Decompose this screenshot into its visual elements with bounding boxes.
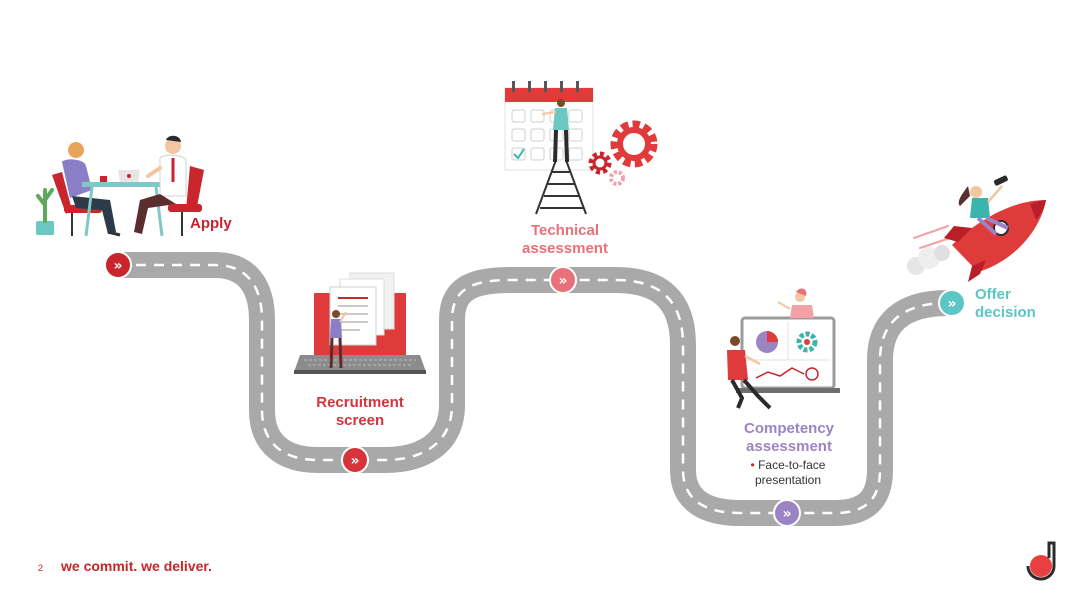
stage-label-technical-line-1: Technical — [530, 222, 600, 239]
interview-illustration — [36, 135, 204, 237]
marker-technical: » — [549, 266, 577, 294]
stage-label-recruitment: Recruitment screen — [300, 394, 420, 430]
stage-label-competency-line-2: assessment — [746, 438, 832, 455]
presentation-illustration — [727, 288, 840, 410]
marker-recruitment: » — [341, 446, 369, 474]
chevrons-icon: » — [782, 506, 791, 522]
stage-label-offer-line-2: decision — [975, 304, 1036, 321]
chevrons-icon: » — [947, 296, 956, 312]
calendar-illustration — [504, 81, 658, 215]
gear-small — [609, 170, 625, 186]
gear-large — [610, 120, 658, 168]
stage-label-recruitment-line-1: Recruitment — [316, 394, 404, 411]
stage-label-competency-line-1: Competency — [743, 420, 835, 437]
chevrons-icon: » — [350, 453, 359, 469]
road — [105, 252, 961, 526]
stage-label-offer-line-1: Offer — [975, 286, 1011, 303]
rocket-illustration — [907, 175, 1046, 282]
laptop-illustration — [294, 272, 426, 374]
chevrons-icon: » — [113, 258, 122, 274]
stage-label-competency: Competency assessment — [729, 420, 849, 456]
stage-label-recruitment-line-2: screen — [335, 412, 385, 429]
gear-medium — [588, 151, 612, 175]
footer-slogan: we commit. we deliver. — [61, 558, 212, 574]
marker-offer: » — [938, 289, 966, 317]
bullet-dot-icon: • — [750, 458, 755, 472]
stage-label-technical: Technical assessment — [510, 222, 620, 258]
stage-label-technical-line-2: assessment — [522, 240, 608, 257]
competency-bullet-text: Face-to-face presentation — [754, 458, 826, 487]
marker-apply: » — [104, 251, 132, 279]
road-dashes — [118, 263, 949, 515]
chevrons-icon: » — [558, 273, 567, 289]
stage-label-offer: Offer decision — [975, 286, 1055, 322]
brand-logo — [1026, 541, 1056, 581]
competency-bullet: • Face-to-face presentation — [738, 458, 838, 488]
stage-label-apply-line-1: Apply — [190, 215, 232, 232]
page-number: 2 — [38, 563, 44, 573]
stage-label-apply: Apply — [190, 215, 240, 233]
marker-competency: » — [773, 499, 801, 527]
